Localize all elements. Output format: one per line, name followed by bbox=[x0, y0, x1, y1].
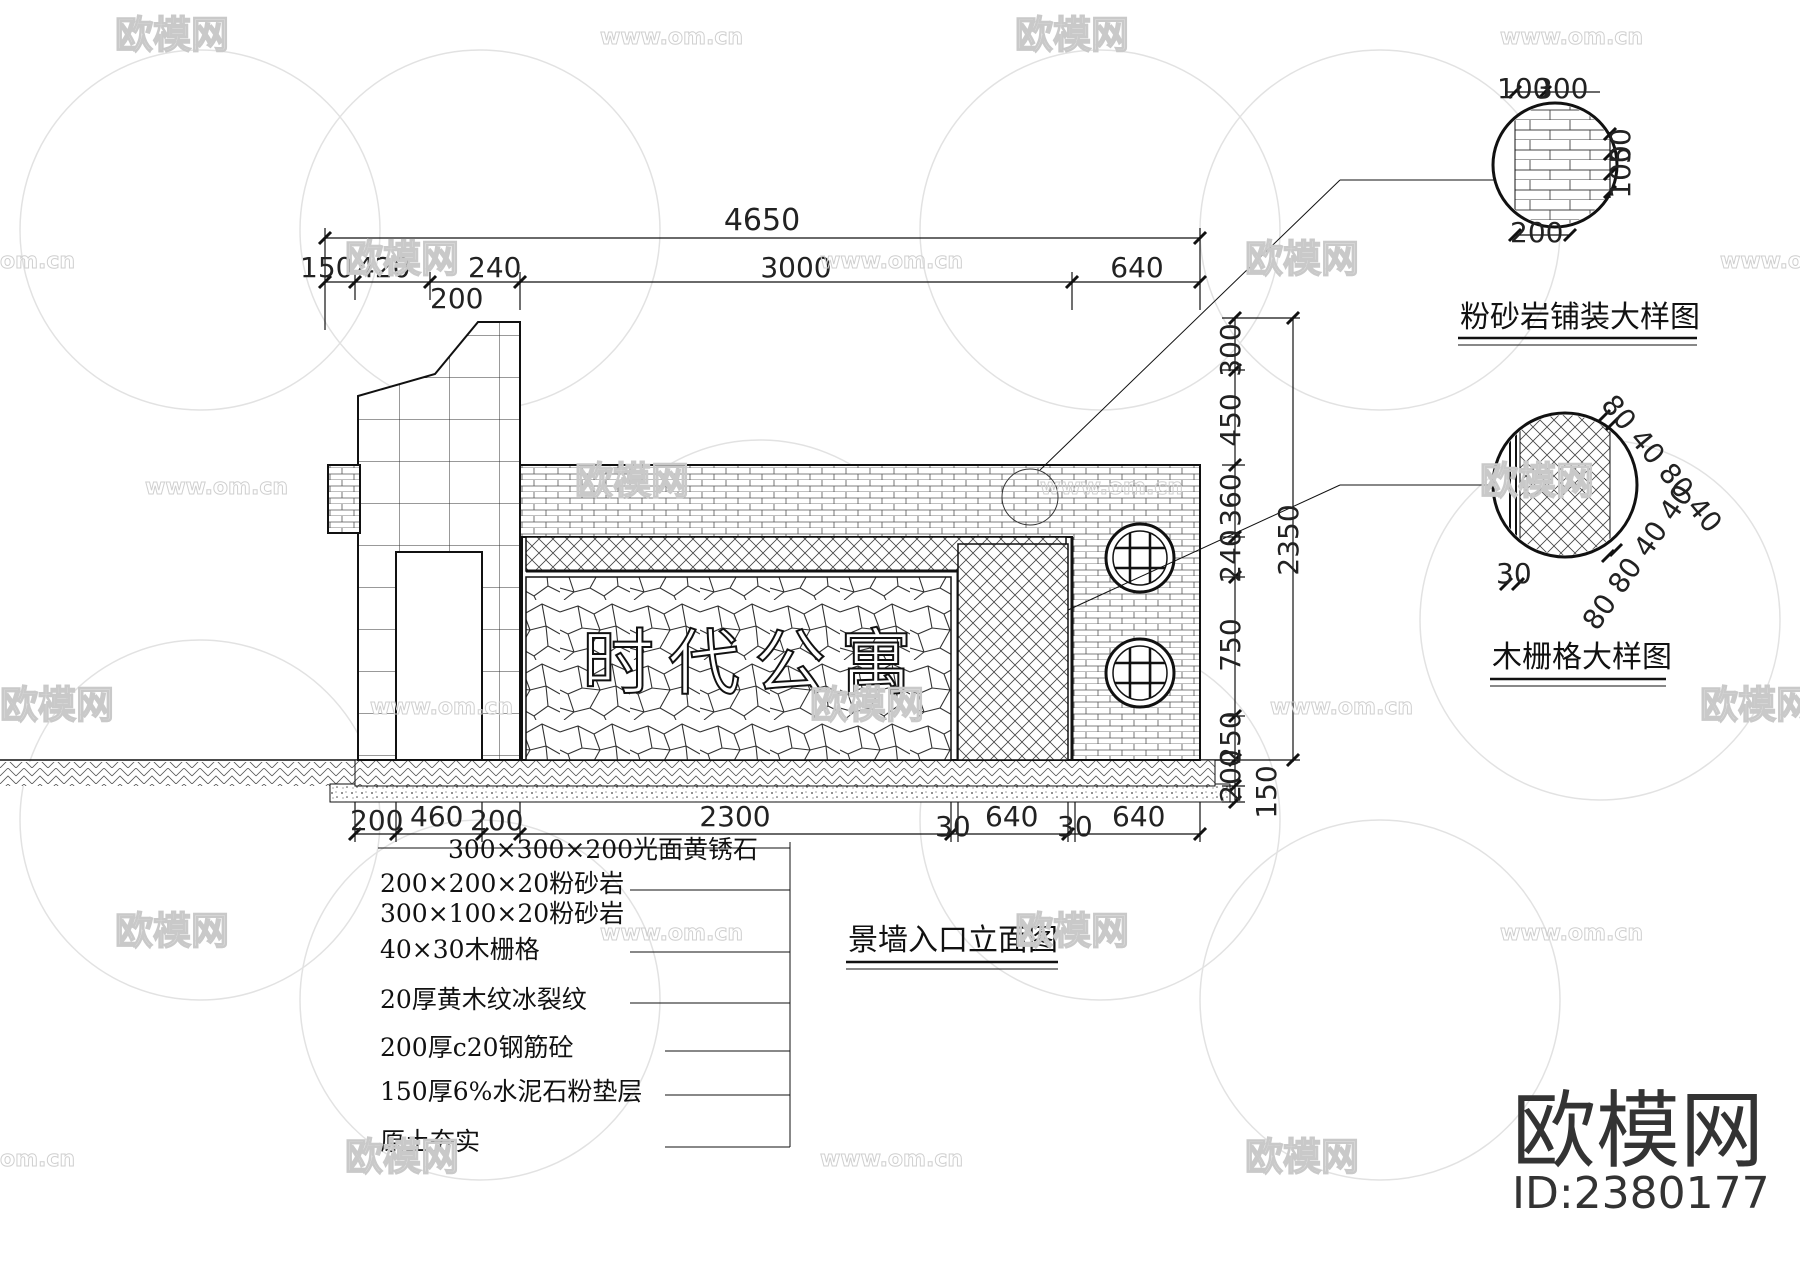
watermark-text: www.om.cn bbox=[1500, 25, 1643, 50]
dim-b2300: 2300 bbox=[699, 800, 770, 833]
material-note: 300×300×200光面黄锈石 bbox=[448, 835, 758, 864]
dim-h200: 200 bbox=[1214, 749, 1247, 802]
ground-soil bbox=[0, 762, 355, 786]
watermark-text: 欧模网 bbox=[115, 909, 229, 953]
main-drawing-title: 景墙入口立面图 bbox=[848, 923, 1058, 958]
dim-150: 150 bbox=[300, 251, 353, 284]
dim-h240: 240 bbox=[1214, 529, 1247, 582]
watermark-text: 欧模网 bbox=[1245, 1135, 1359, 1179]
dim-overall-width: 4650 bbox=[724, 203, 800, 238]
sandstone-paving-detail: 100 300 200 100 50 粉砂岩铺装大样图 bbox=[1458, 72, 1700, 346]
landscape-wall-elevation: 时代公寓 bbox=[0, 179, 1495, 803]
watermark-text: www.om.cn bbox=[820, 1147, 963, 1172]
dim-h750: 750 bbox=[1214, 618, 1247, 671]
sign-text: 时代公寓 bbox=[582, 621, 926, 705]
material-note: 200×200×20粉砂岩 bbox=[380, 869, 624, 898]
pillar-ledge bbox=[327, 464, 361, 534]
paving-dim-50: 50 bbox=[1604, 128, 1637, 164]
dim-h360: 360 bbox=[1214, 473, 1247, 526]
dim-h450: 450 bbox=[1214, 393, 1247, 446]
top-dimension-lines bbox=[317, 228, 1208, 330]
dim-h150: 150 bbox=[1250, 765, 1283, 818]
grille-dim-side: 30 bbox=[1496, 557, 1532, 590]
dim-b30a: 30 bbox=[935, 810, 971, 843]
pillar-niche bbox=[395, 551, 483, 761]
dim-b460: 460 bbox=[410, 800, 463, 833]
round-window-bottom bbox=[1104, 637, 1176, 709]
watermark-text: www.om.cn bbox=[600, 25, 743, 50]
watermark-text: 欧模网 bbox=[575, 459, 689, 503]
material-note: 40×30木栅格 bbox=[380, 935, 540, 964]
watermark-text: 欧模网 bbox=[0, 683, 114, 727]
watermark-text: www.om.cn bbox=[1720, 249, 1800, 274]
dim-420: 420 bbox=[357, 251, 410, 284]
watermark-text: 欧模网 bbox=[810, 683, 924, 727]
watermark-text: 欧模网 bbox=[1480, 459, 1594, 503]
paving-dim-200: 200 bbox=[1510, 216, 1563, 249]
brand-name: 欧模网 bbox=[1512, 1082, 1764, 1180]
material-note: 150厚6%水泥石粉垫层 bbox=[380, 1077, 642, 1106]
dim-h300: 300 bbox=[1214, 323, 1247, 376]
watermark-text: www.om.cn bbox=[820, 249, 963, 274]
paving-callout-circle bbox=[1001, 468, 1059, 526]
bottom-dimension-lines bbox=[347, 802, 1208, 842]
watermark-text: www.om.cn bbox=[370, 695, 513, 720]
round-window-top bbox=[1104, 522, 1176, 594]
dim-3000: 3000 bbox=[760, 251, 831, 284]
watermark-text: om.cn bbox=[0, 249, 75, 274]
paving-dim-100: 100 bbox=[1497, 72, 1550, 105]
gravel-base bbox=[329, 783, 1231, 803]
watermark-text: www.om.cn bbox=[1500, 921, 1643, 946]
dim-200-top: 200 bbox=[430, 282, 483, 315]
material-leader-lines bbox=[378, 842, 791, 1148]
foundation-slab bbox=[354, 759, 1216, 787]
paving-dim-100v: 100 bbox=[1604, 145, 1637, 198]
paving-dim-300: 300 bbox=[1535, 72, 1588, 105]
watermark-text: 欧模网 bbox=[1015, 13, 1129, 57]
material-note: 原土夯实 bbox=[380, 1127, 480, 1156]
dim-b200b: 200 bbox=[470, 804, 523, 837]
watermark-text: 欧模网 bbox=[1245, 237, 1359, 281]
watermark-text: 欧模网 bbox=[1700, 683, 1800, 727]
watermark-text: 欧模网 bbox=[345, 237, 459, 281]
dim-total-height: 2350 bbox=[1272, 504, 1305, 575]
watermark-text: 欧模网 bbox=[345, 1135, 459, 1179]
dim-b30b: 30 bbox=[1057, 810, 1093, 843]
wood-grille-detail: 80 40 80 40 30 80 80 40 40 木栅格大样图 bbox=[1490, 388, 1729, 687]
wood-grille-panel bbox=[957, 543, 1069, 761]
paving-detail-title: 粉砂岩铺装大样图 bbox=[1460, 300, 1700, 335]
dim-b640b: 640 bbox=[1112, 800, 1165, 833]
watermark-text: www.om.cn bbox=[1040, 475, 1183, 500]
right-dimension-lines bbox=[1222, 310, 1301, 810]
dim-h250: 250 bbox=[1214, 711, 1247, 764]
dim-b200a: 200 bbox=[350, 804, 403, 837]
material-note: 20厚黄木纹冰裂纹 bbox=[380, 985, 587, 1014]
watermark-text: om.cn bbox=[0, 1147, 75, 1172]
watermark-text: www.om.cn bbox=[600, 921, 743, 946]
watermark-text: 欧模网 bbox=[1015, 909, 1129, 953]
dim-640-top: 640 bbox=[1110, 251, 1163, 284]
material-note: 200厚c20钢筋砼 bbox=[380, 1033, 574, 1062]
watermark-text-layer: 欧模网 www.om.cn 欧模网 www.om.cn om.cn 欧模网 www.om.c… bbox=[0, 12, 1800, 1179]
material-notes: 300×300×200光面黄锈石 200×200×20粉砂岩300×100×20粉… bbox=[380, 835, 758, 1156]
watermark-text: www.om.cn bbox=[1270, 695, 1413, 720]
watermark-text: www.om.cn bbox=[145, 475, 288, 500]
dim-240: 240 bbox=[468, 251, 521, 284]
grille-detail-title: 木栅格大样图 bbox=[1492, 640, 1672, 675]
brand-id: ID:2380177 bbox=[1512, 1168, 1770, 1219]
dim-b640a: 640 bbox=[985, 800, 1038, 833]
watermark-text: 欧模网 bbox=[115, 13, 229, 57]
material-note: 300×100×20粉砂岩 bbox=[380, 899, 624, 928]
ice-crack-panel bbox=[525, 576, 952, 761]
